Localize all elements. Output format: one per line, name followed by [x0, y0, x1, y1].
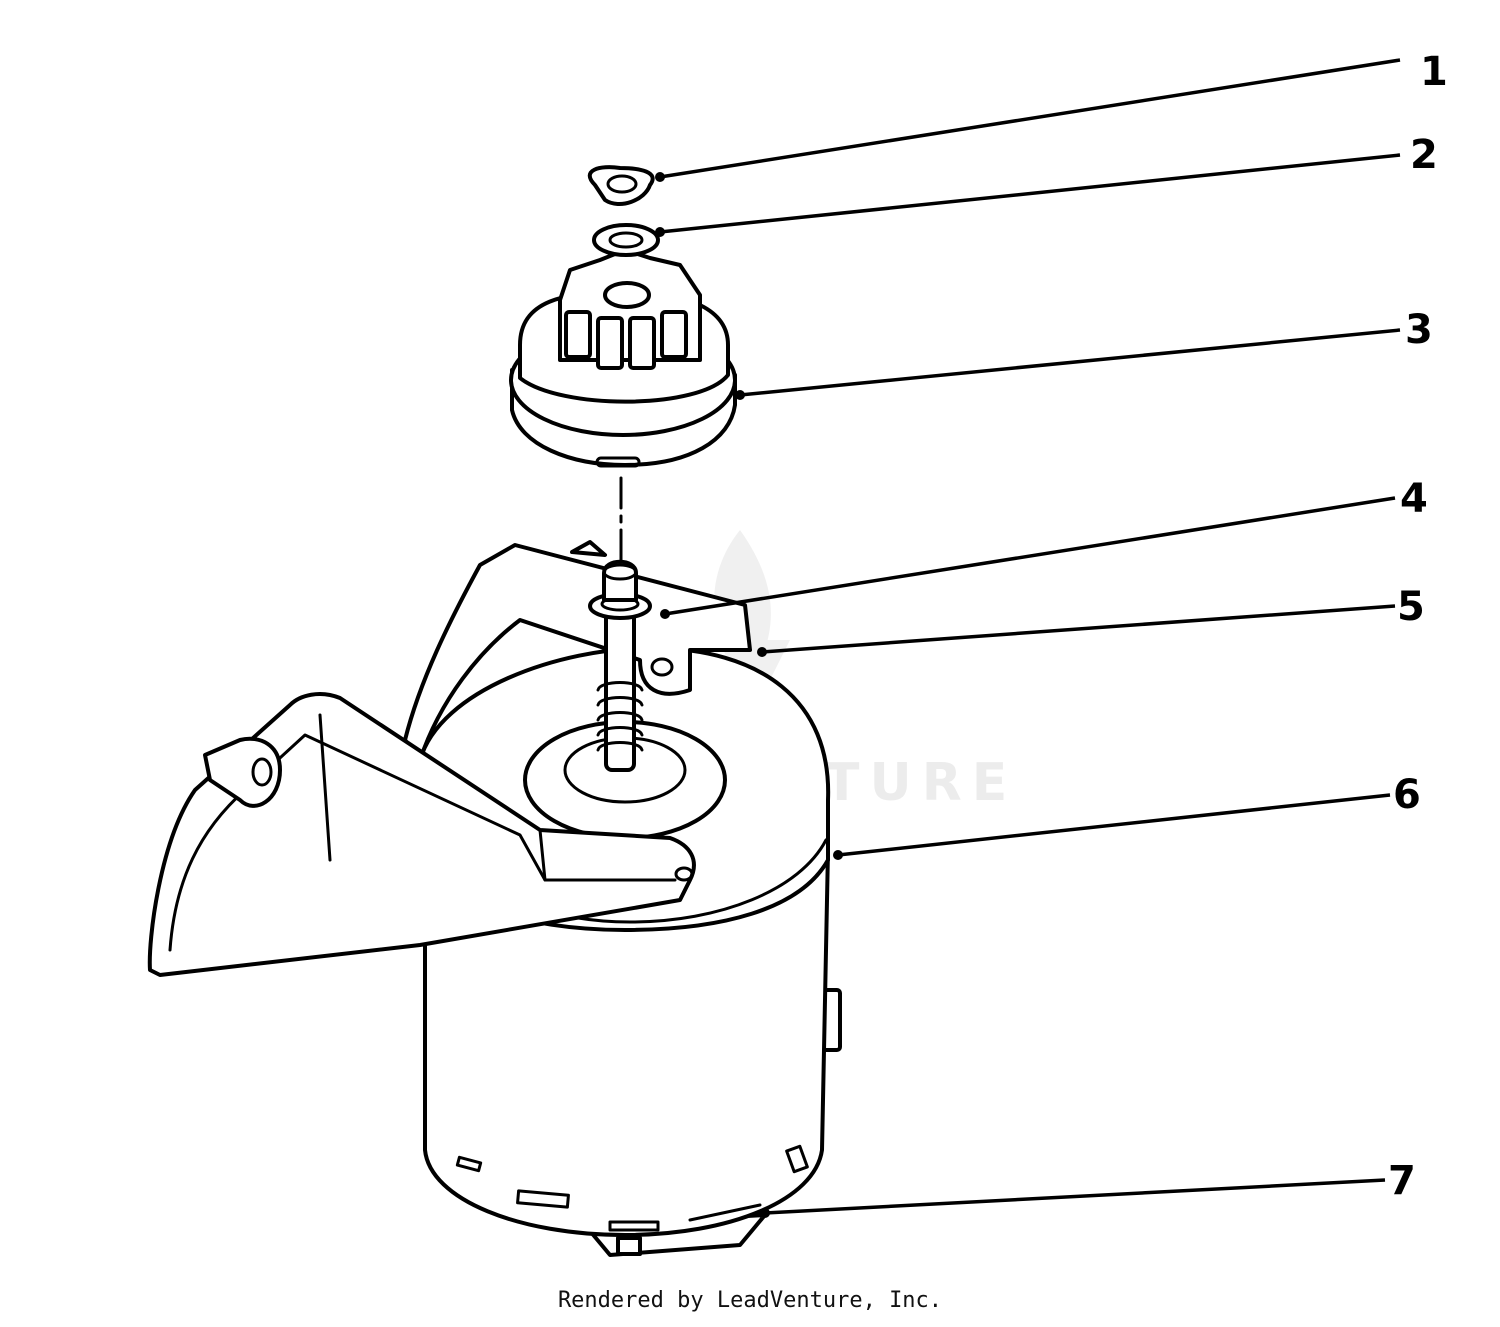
vent-slots: [455, 1144, 809, 1232]
gear-teeth: [558, 248, 702, 370]
credit-line: Rendered by LeadVenture, Inc.: [557, 1288, 943, 1313]
callout-7-label: 7: [1388, 1158, 1416, 1204]
part-2-washer: [592, 223, 660, 257]
callout-1-label: 1: [1420, 49, 1448, 95]
callout-6: 6: [833, 772, 1421, 860]
callout-5-label: 5: [1397, 584, 1425, 630]
callout-4-label: 4: [1400, 476, 1428, 522]
callout-1: 1: [655, 49, 1448, 182]
part-1-e-clip: [587, 165, 655, 206]
callout-3-label: 3: [1405, 307, 1433, 353]
callout-4: 4: [660, 476, 1428, 619]
part-6-motor-housing: [147, 540, 842, 1237]
callout-6-label: 6: [1393, 772, 1421, 818]
watermark-flame-icon: [714, 530, 790, 700]
callouts: 1 2 3 4 5 6 7: [655, 49, 1448, 1218]
callout-5: 5: [757, 584, 1425, 657]
part-4-drive-shaft: [588, 476, 652, 772]
part-3-pinion-gear: [509, 248, 737, 468]
callout-2-label: 2: [1410, 132, 1438, 178]
callout-7: 7: [760, 1158, 1416, 1218]
callout-2: 2: [655, 132, 1438, 237]
callout-3: 3: [735, 307, 1433, 400]
